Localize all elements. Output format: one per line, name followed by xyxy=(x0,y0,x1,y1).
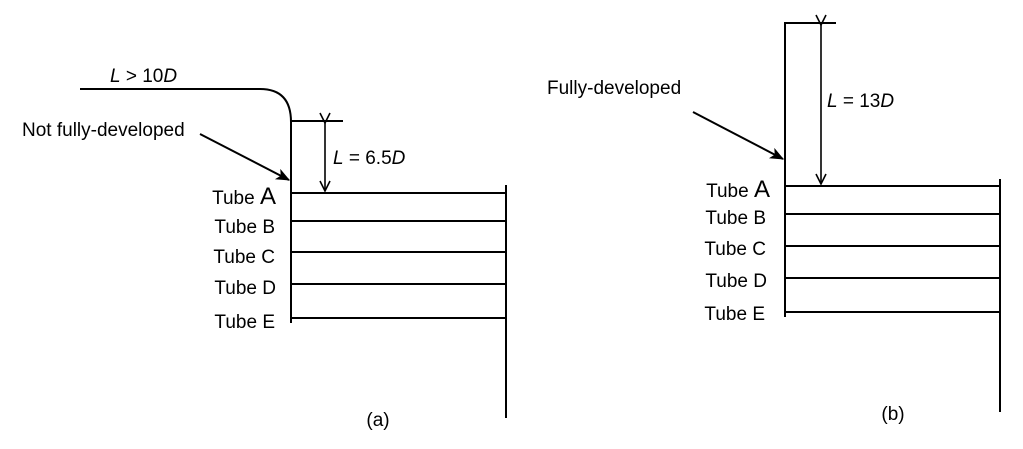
tube-d-label: Tube D xyxy=(705,271,767,292)
dimension-label: L = 13D xyxy=(827,91,894,112)
inlet-pipe-bend xyxy=(80,88,292,323)
tube-c-label: Tube C xyxy=(213,247,275,268)
pointer-arrow xyxy=(199,133,291,181)
tube-a-label: Tube A xyxy=(706,176,770,203)
tube-e-label: Tube E xyxy=(214,312,275,333)
fully-developed-label: Fully-developed xyxy=(547,78,681,99)
panel-b-caption: (b) xyxy=(881,404,904,425)
dimension-label: L = 6.5D xyxy=(333,148,406,169)
tube-a-label: Tube A xyxy=(212,183,276,210)
inlet-length-label: L > 10D xyxy=(110,66,177,87)
not-fully-developed-label: Not fully-developed xyxy=(22,120,185,141)
tube-b-label: Tube B xyxy=(705,208,766,229)
panel-a-caption: (a) xyxy=(366,410,389,431)
tube-b-label: Tube B xyxy=(214,217,275,238)
pointer-arrow xyxy=(692,111,785,160)
tube-d-label: Tube D xyxy=(214,278,276,299)
panel-a: L > 10D Not fully-developed L = 6.5D Tub… xyxy=(22,66,507,431)
tube-c-label: Tube C xyxy=(704,239,766,260)
panel-b: Fully-developed L = 13D Tube A Tube B Tu… xyxy=(547,22,1001,425)
tube-e-label: Tube E xyxy=(704,304,765,325)
